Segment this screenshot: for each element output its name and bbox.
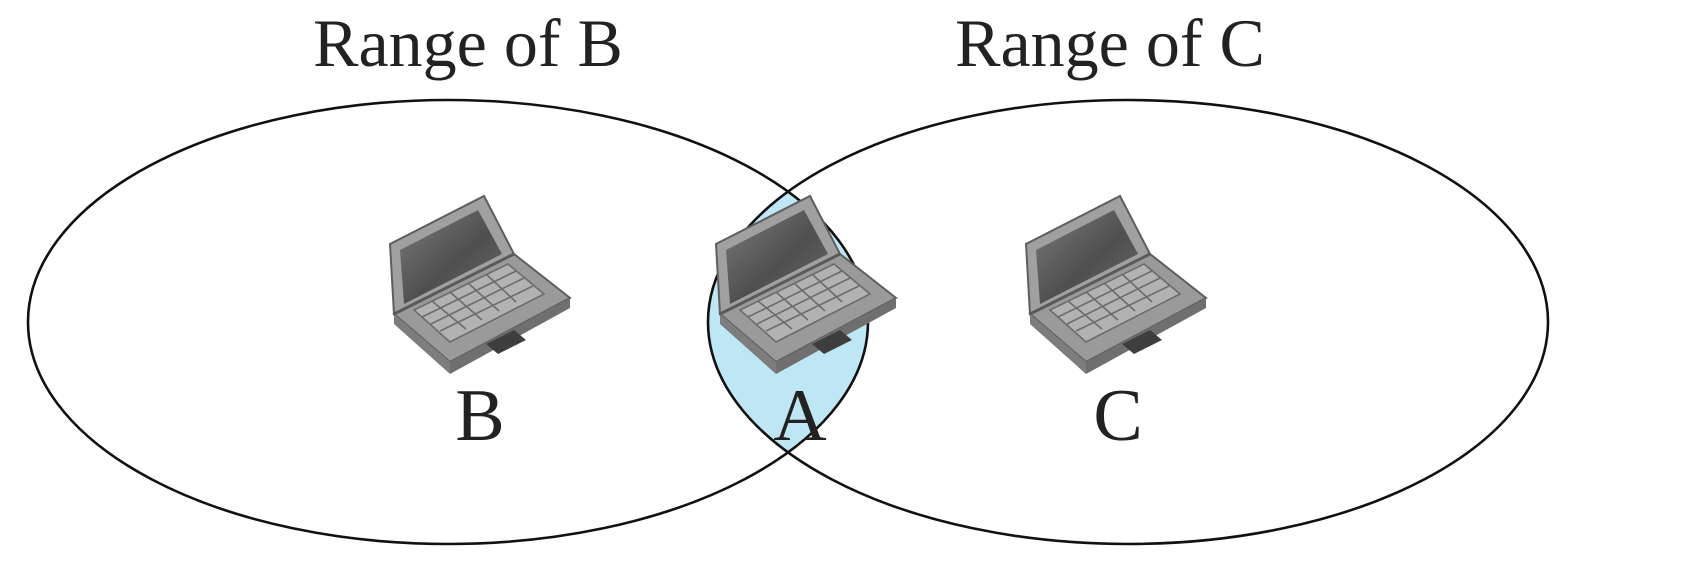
laptop-b-icon: [388, 194, 572, 376]
range-c-label: Range of C: [955, 5, 1265, 81]
node-a-label: A: [773, 375, 826, 457]
node-b-label: B: [455, 375, 504, 457]
range-c-ellipse: [706, 98, 1550, 546]
node-c-label: C: [1093, 375, 1142, 457]
laptop-c-icon: [1024, 194, 1208, 376]
range-b-label: Range of B: [313, 5, 623, 81]
